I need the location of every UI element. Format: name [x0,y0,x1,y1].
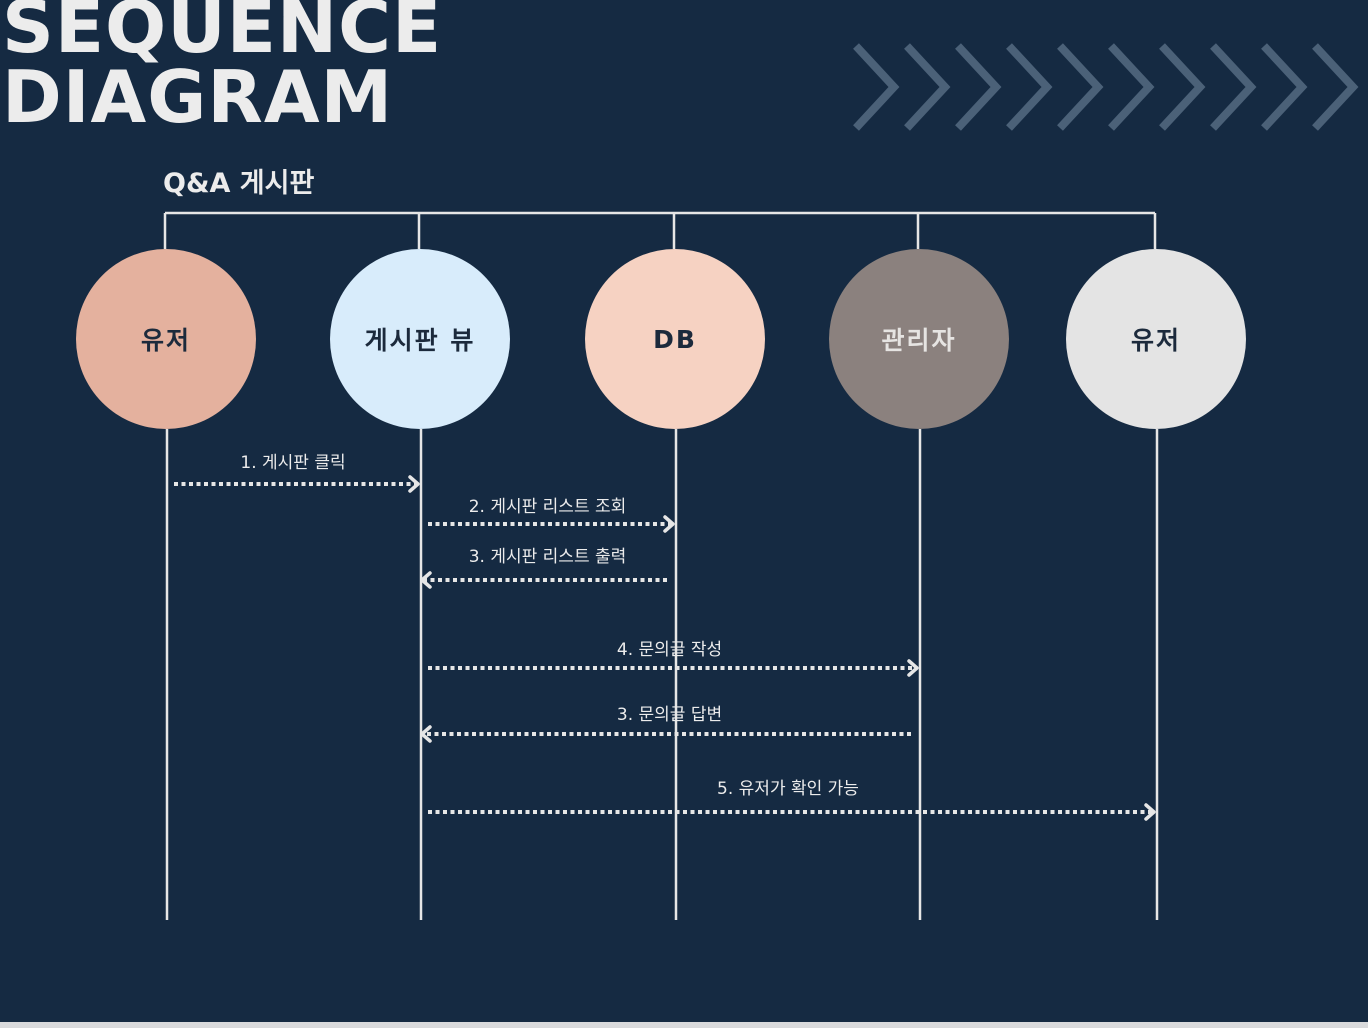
title-line-1: SEQUENCE [2,0,443,69]
actor-node: 유저 [76,249,256,429]
title-line-2: DIAGRAM [2,55,394,139]
actor-node: 게시판 뷰 [330,249,510,429]
diagram-subtitle: Q&A 게시판 [163,168,315,199]
actor-node: 관리자 [829,249,1009,429]
chevron-icon [1312,43,1359,131]
message-label: 2. 게시판 리스트 조회 [468,497,627,517]
chevron-icon [1057,43,1104,131]
message-label: 5. 유저가 확인 가능 [717,779,859,799]
message-label: 4. 문의글 작성 [616,640,723,660]
actor-node: DB [585,249,765,429]
chevron-decoration [853,43,1359,131]
message-label: 3. 문의글 답변 [616,705,723,725]
actor-label: DB [653,324,697,354]
actor-label: 유저 [140,326,191,355]
actor-bracket [163,211,1157,249]
chevron-icon [1108,43,1155,131]
actor-label: 유저 [1130,326,1181,355]
actor-label: 게시판 뷰 [364,326,476,355]
message-label: 1. 게시판 클릭 [240,453,346,473]
chevron-icon [955,43,1002,131]
bottom-strip [0,1022,1368,1028]
chevron-icon [1210,43,1257,131]
chevron-icon [1159,43,1206,131]
actor-node: 유저 [1066,249,1246,429]
message-arrows [174,475,1156,821]
actor-label: 관리자 [881,326,957,355]
diagram-title: SEQUENCE DIAGRAM [2,0,443,139]
chevron-icon [853,43,900,131]
chevron-icon [1006,43,1053,131]
message-label: 3. 게시판 리스트 출력 [468,547,627,567]
chevron-icon [1261,43,1308,131]
lifelines [165,429,1159,920]
chevron-icon [904,43,951,131]
